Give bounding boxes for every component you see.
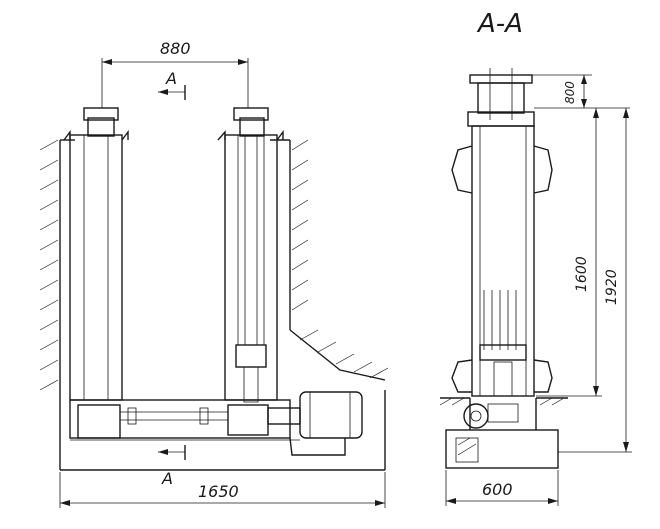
front-view: 880 А А 1650 xyxy=(39,39,389,508)
dim-1920-label: 1920 xyxy=(604,269,620,305)
right-column xyxy=(217,107,284,403)
dim-1650: 1650 xyxy=(59,472,386,508)
section-mark-top: А xyxy=(158,69,186,100)
section-base xyxy=(439,397,568,469)
dim-600-label: 600 xyxy=(482,480,513,499)
dim-880-label: 880 xyxy=(160,39,191,58)
dim-1600-label: 1600 xyxy=(574,256,590,292)
dim-1920: 1920 xyxy=(558,108,632,453)
section-mark-top-label: А xyxy=(165,69,177,88)
section-view: А-А xyxy=(439,9,632,506)
section-title: А-А xyxy=(476,9,523,39)
dim-880: 880 xyxy=(101,39,249,108)
section-mark-bottom: А xyxy=(158,445,186,488)
dim-800-label: 800 xyxy=(563,81,577,104)
dim-1600: 1600 xyxy=(536,108,602,397)
dim-1650-label: 1650 xyxy=(198,482,239,501)
section-mark-bottom-label: А xyxy=(161,469,173,488)
ground-right xyxy=(270,139,389,381)
motor xyxy=(267,391,363,456)
dim-800: 800 xyxy=(532,74,630,109)
section-column xyxy=(451,125,553,397)
dim-600: 600 xyxy=(445,470,559,506)
section-top-assembly xyxy=(467,68,535,127)
ground-left xyxy=(39,139,75,400)
left-column xyxy=(63,107,129,401)
base-frame xyxy=(69,399,300,441)
